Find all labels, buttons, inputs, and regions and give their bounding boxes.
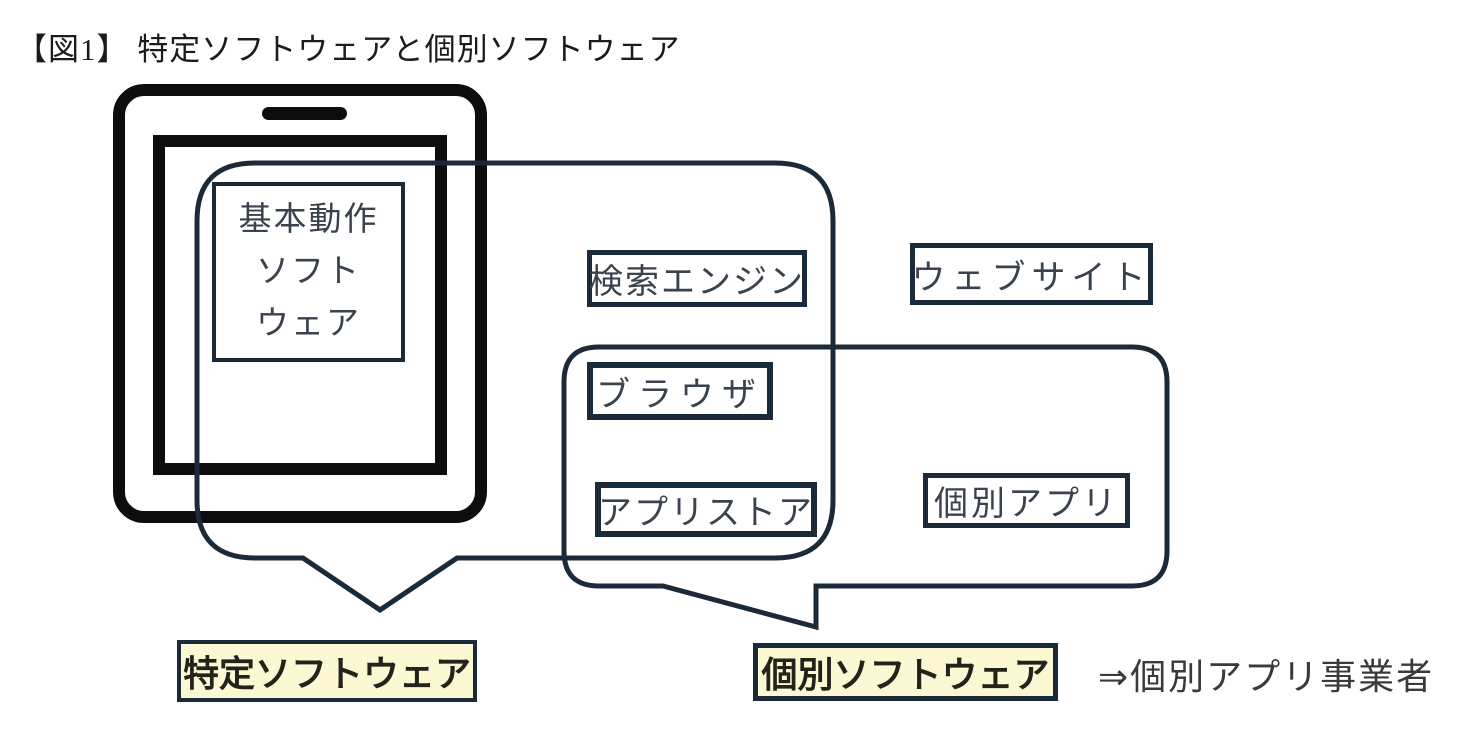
figure-title: 【図1】 特定ソフトウェアと個別ソフトウェア: [16, 32, 681, 67]
speech-bubble-individual-software: [561, 344, 1170, 631]
box-basic-software-line3: ウェア: [256, 305, 361, 342]
box-basic-software-line1: 基本動作: [238, 201, 379, 238]
box-basic-software-line2: ソフト: [256, 253, 361, 290]
speech-bubble-specific-software: [194, 160, 836, 614]
box-individual-app: 個別アプリ: [923, 473, 1130, 528]
box-browser: ブラウザ: [587, 362, 773, 420]
box-search-engine: 検索エンジン: [587, 250, 807, 307]
speaker-slot-icon: [262, 107, 347, 120]
note-individual-app-provider: ⇒個別アプリ事業者: [1098, 656, 1435, 697]
box-app-store: アプリストア: [595, 482, 817, 537]
box-basic-software: 基本動作 ソフト ウェア: [212, 182, 405, 362]
label-individual-software: 個別ソフトウェア: [753, 643, 1058, 701]
box-website: ウェブサイト: [910, 243, 1153, 305]
label-specific-software: 特定ソフトウェア: [177, 640, 477, 702]
